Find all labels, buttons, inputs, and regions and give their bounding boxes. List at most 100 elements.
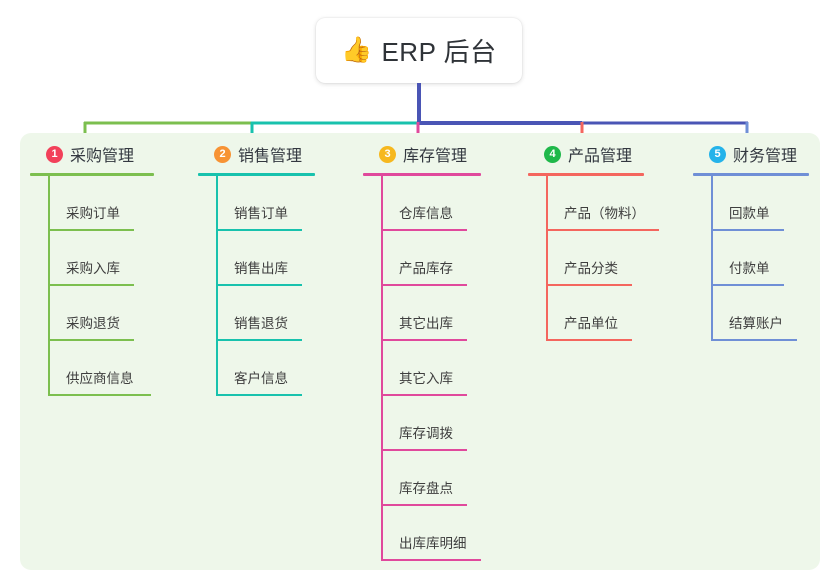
list-item[interactable]: 库存盘点 [363, 451, 523, 506]
list-item[interactable]: 销售订单 [198, 176, 348, 231]
list-item[interactable]: 其它入库 [363, 341, 523, 396]
list-item-label: 仓库信息 [399, 206, 453, 221]
list-item-label: 库存调拨 [399, 426, 453, 441]
column-rule-3 [363, 173, 481, 176]
list-item-rule [216, 339, 302, 341]
list-item-rule [216, 284, 302, 286]
list-item[interactable]: 仓库信息 [363, 176, 523, 231]
list-item[interactable]: 供应商信息 [30, 341, 180, 396]
column-title-4: 产品管理 [568, 148, 633, 165]
column-badge-1: 1 [46, 145, 63, 163]
list-item[interactable]: 产品单位 [528, 286, 688, 341]
list-item-rule [381, 284, 467, 286]
list-item[interactable]: 客户信息 [198, 341, 348, 396]
list-item-label: 销售订单 [234, 206, 288, 221]
column-badge-2: 2 [214, 145, 231, 163]
list-item-label: 产品（物料） [564, 206, 645, 221]
list-item-rule [381, 559, 481, 561]
column-1: 1 采购管理采购订单采购入库采购退货供应商信息 [30, 140, 180, 396]
list-item-label: 供应商信息 [66, 371, 134, 386]
list-item-label: 销售出库 [234, 261, 288, 276]
list-item-rule [381, 449, 467, 451]
thumbs-up-icon: 👍 [341, 36, 373, 64]
list-item[interactable]: 产品（物料） [528, 176, 688, 231]
list-item-label: 采购订单 [66, 206, 120, 221]
column-2: 2 销售管理销售订单销售出库销售退货客户信息 [198, 140, 348, 396]
column-spine-3 [381, 176, 383, 561]
list-item[interactable]: 结算账户 [693, 286, 839, 341]
column-items-5: 回款单付款单结算账户 [693, 176, 839, 341]
list-item[interactable]: 出库库明细 [363, 506, 523, 561]
column-header-2[interactable]: 2 销售管理 [198, 140, 348, 168]
list-item-label: 产品库存 [399, 261, 453, 276]
column-header-1[interactable]: 1 采购管理 [30, 140, 180, 168]
column-rule-5 [693, 173, 809, 176]
column-rule-2 [198, 173, 315, 176]
list-item-rule [48, 284, 134, 286]
list-item-rule [381, 394, 467, 396]
list-item-rule [711, 339, 797, 341]
list-item-label: 结算账户 [729, 316, 783, 331]
column-title-5: 财务管理 [733, 148, 798, 165]
list-item-rule [546, 339, 632, 341]
column-items-4: 产品（物料） 产品分类产品单位 [528, 176, 688, 341]
list-item-rule [381, 229, 467, 231]
column-header-4[interactable]: 4 产品管理 [528, 140, 688, 168]
column-items-1: 采购订单采购入库采购退货供应商信息 [30, 176, 180, 396]
list-item[interactable]: 采购退货 [30, 286, 180, 341]
column-rule-1 [30, 173, 154, 176]
list-item-rule [48, 394, 151, 396]
column-title-3: 库存管理 [403, 148, 468, 165]
list-item-rule [48, 229, 134, 231]
list-item-rule [381, 339, 467, 341]
list-item[interactable]: 销售退货 [198, 286, 348, 341]
list-item[interactable]: 库存调拨 [363, 396, 523, 451]
list-item-rule [546, 284, 632, 286]
list-item-label: 采购退货 [66, 316, 120, 331]
column-rule-4 [528, 173, 644, 176]
list-item-label: 其它出库 [399, 316, 453, 331]
list-item-label: 付款单 [729, 261, 770, 276]
list-item[interactable]: 产品分类 [528, 231, 688, 286]
list-item[interactable]: 付款单 [693, 231, 839, 286]
list-item-label: 库存盘点 [399, 481, 453, 496]
list-item-label: 其它入库 [399, 371, 453, 386]
list-item-rule [216, 394, 302, 396]
list-item-rule [546, 229, 659, 231]
column-spine-5 [711, 176, 713, 341]
column-header-3[interactable]: 3 库存管理 [363, 140, 523, 168]
list-item-rule [216, 229, 302, 231]
list-item[interactable]: 采购入库 [30, 231, 180, 286]
list-item[interactable]: 采购订单 [30, 176, 180, 231]
list-item[interactable]: 回款单 [693, 176, 839, 231]
list-item-label: 产品分类 [564, 261, 618, 276]
column-spine-2 [216, 176, 218, 396]
column-badge-3: 3 [379, 145, 396, 163]
list-item[interactable]: 其它出库 [363, 286, 523, 341]
list-item-label: 出库库明细 [399, 536, 467, 551]
list-item-label: 采购入库 [66, 261, 120, 276]
diagram-panel [20, 133, 820, 570]
list-item-label: 产品单位 [564, 316, 618, 331]
list-item-label: 客户信息 [234, 371, 288, 386]
list-item-rule [711, 284, 784, 286]
list-item-label: 回款单 [729, 206, 770, 221]
column-3: 3 库存管理仓库信息产品库存其它出库其它入库库存调拨库存盘点出库库明细 [363, 140, 523, 561]
column-title-1: 采购管理 [70, 148, 135, 165]
list-item-rule [711, 229, 784, 231]
column-spine-1 [48, 176, 50, 396]
list-item-rule [48, 339, 134, 341]
root-node-title: ERP 后台 [381, 37, 497, 67]
column-spine-4 [546, 176, 548, 341]
column-title-2: 销售管理 [238, 148, 303, 165]
root-node[interactable]: 👍 ERP 后台 [316, 18, 522, 83]
list-item-label: 销售退货 [234, 316, 288, 331]
list-item[interactable]: 产品库存 [363, 231, 523, 286]
list-item[interactable]: 销售出库 [198, 231, 348, 286]
column-4: 4 产品管理产品（物料） 产品分类产品单位 [528, 140, 688, 341]
column-items-2: 销售订单销售出库销售退货客户信息 [198, 176, 348, 396]
column-badge-4: 4 [544, 145, 561, 163]
list-item-rule [381, 504, 467, 506]
